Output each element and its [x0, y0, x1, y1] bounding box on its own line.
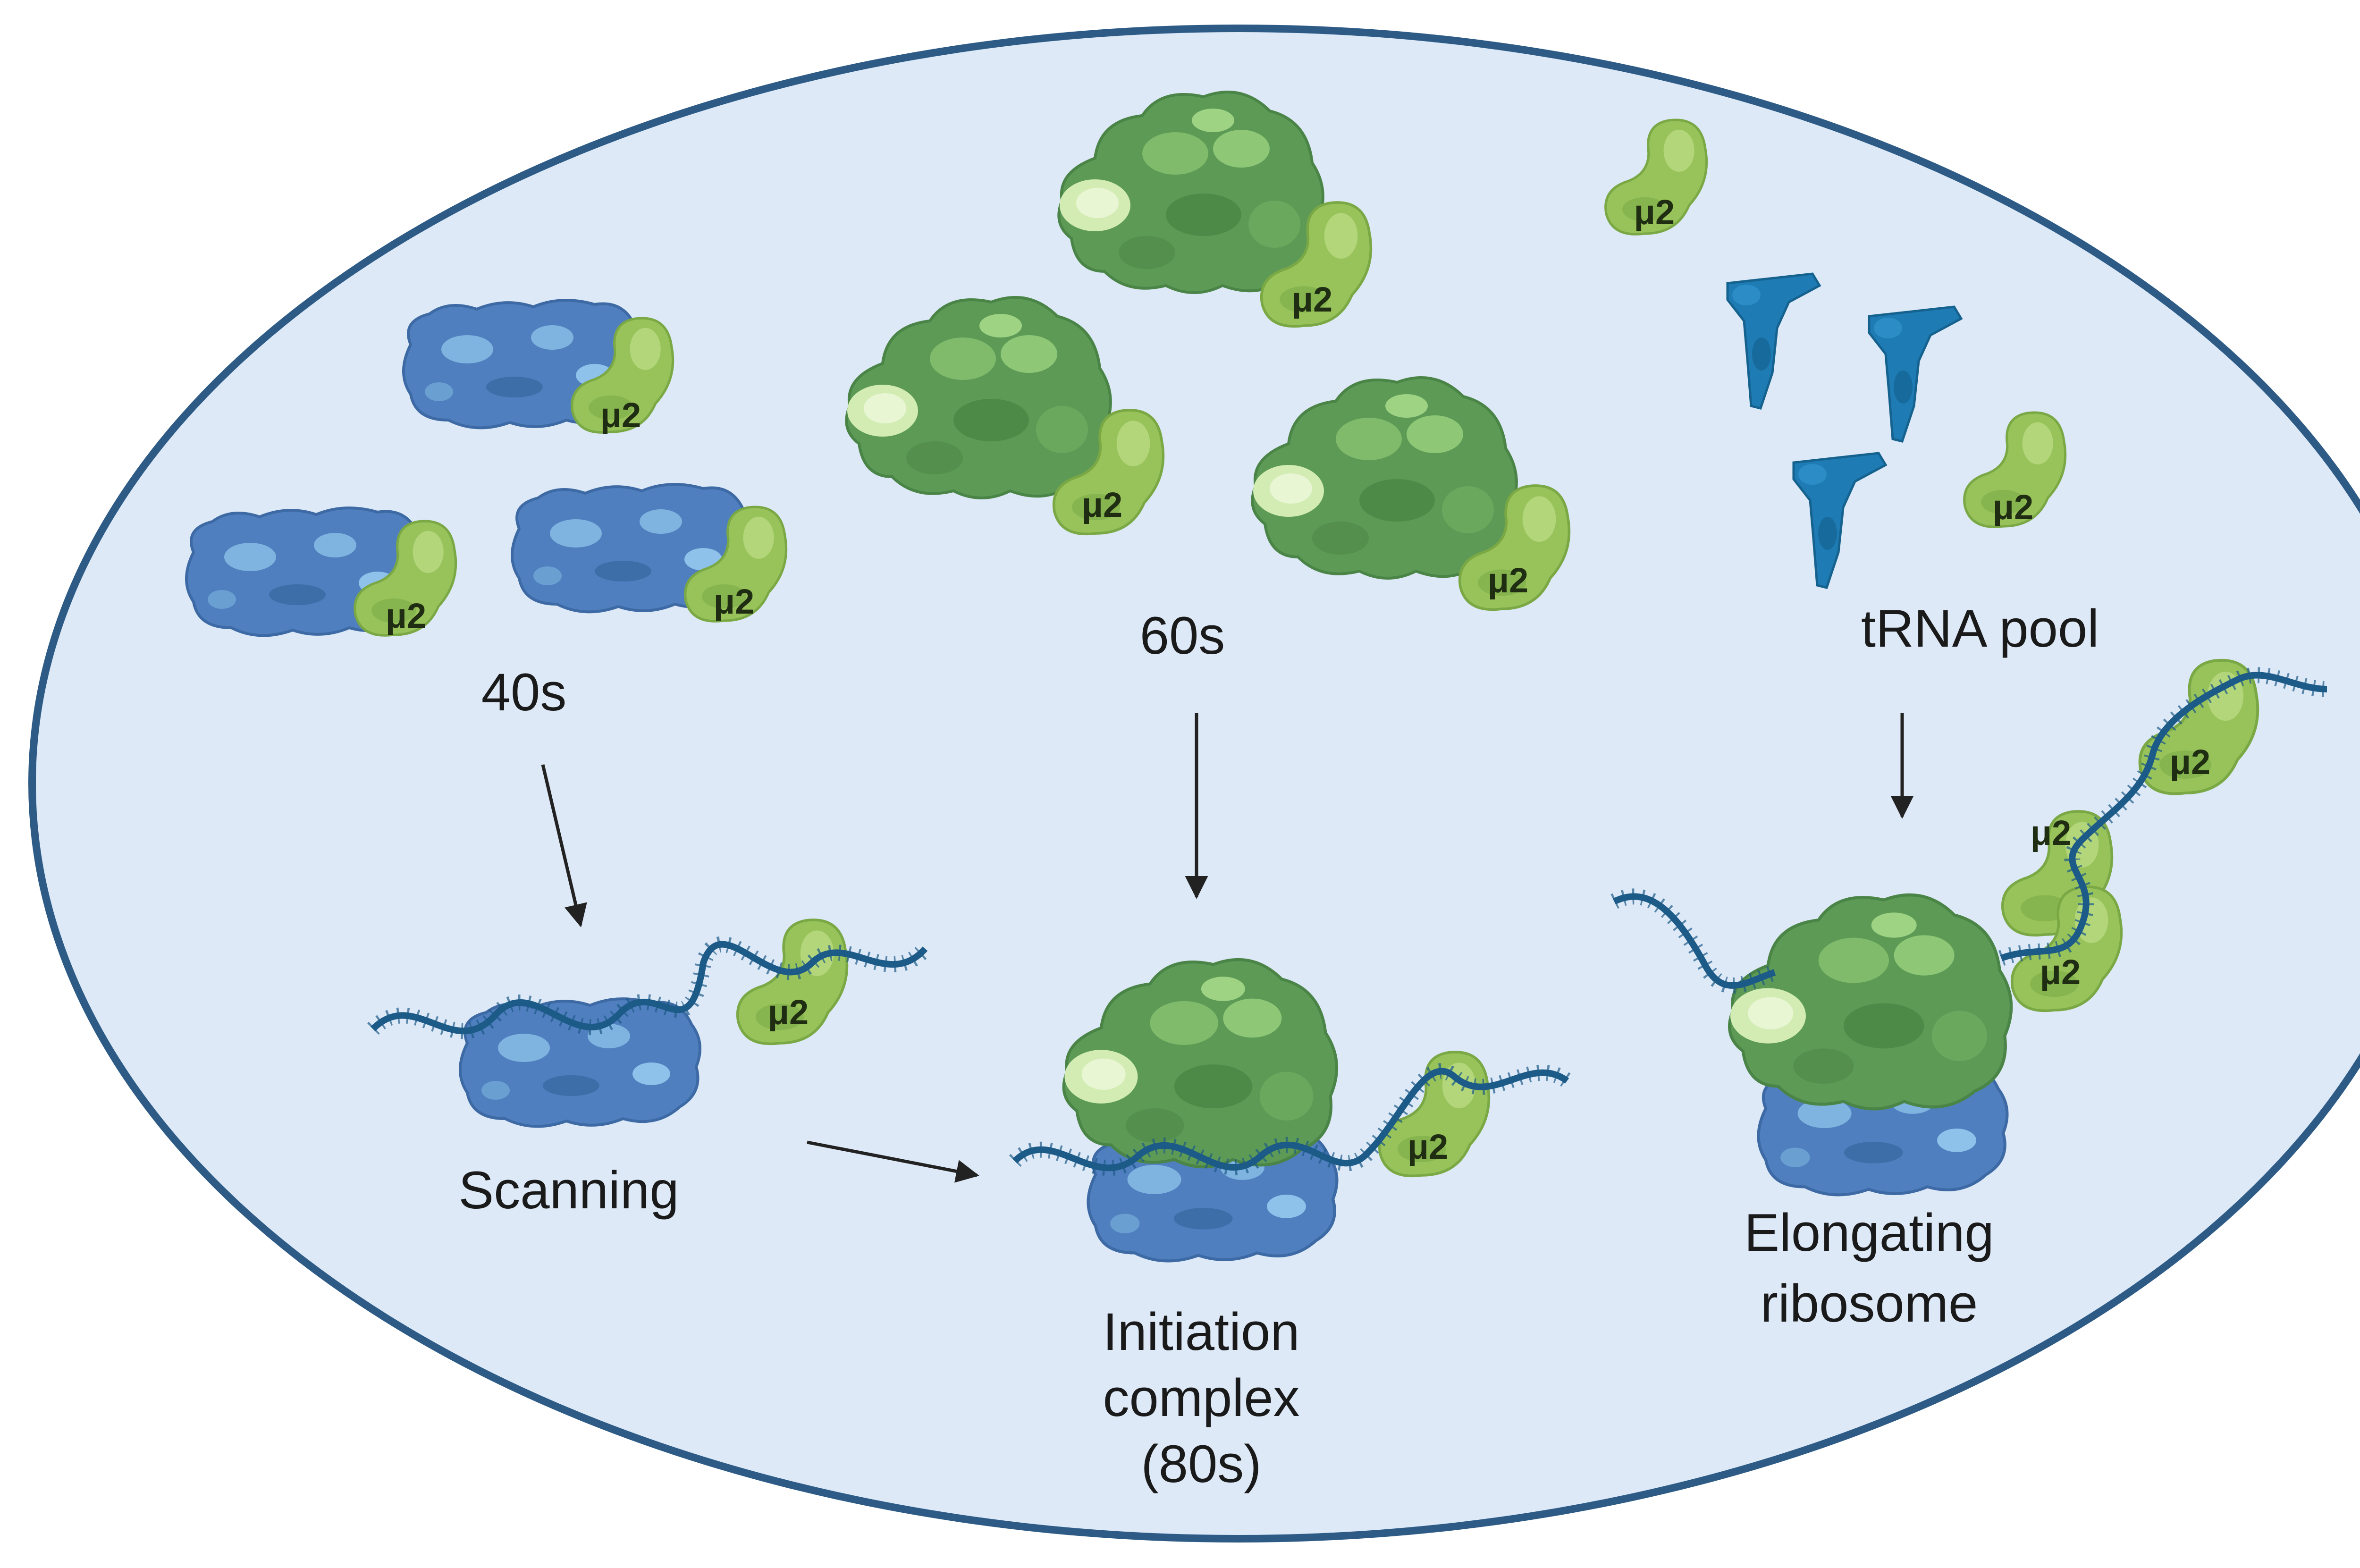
- label-initiation-line2: complex: [1103, 1368, 1299, 1427]
- label-elongating-line2: ribosome: [1761, 1274, 1978, 1333]
- label-60s: 60s: [1140, 606, 1225, 665]
- mu2-label: μ2: [2040, 953, 2081, 992]
- arrow-40s-to-scanning: [541, 764, 587, 927]
- mu2-label: μ2: [1292, 280, 1332, 319]
- label-elongating-line1: Elongating: [1744, 1203, 1994, 1262]
- free-60s-subunit: μ2: [1252, 378, 1569, 609]
- mu2-label: μ2: [600, 396, 641, 435]
- free-40s-subunit: μ2: [512, 484, 786, 621]
- label-scanning: Scanning: [458, 1161, 679, 1220]
- free-40s-subunit: μ2: [404, 300, 673, 435]
- label-initiation-line1: Initiation: [1103, 1302, 1299, 1361]
- free-60s-subunit: μ2: [1059, 92, 1371, 326]
- elongating-ribosome: μ2 μ2 μ2: [1610, 660, 2327, 1195]
- mu2-label: μ2: [1082, 485, 1122, 524]
- label-trna-pool: tRNA pool: [1861, 599, 2099, 658]
- mu2-label: μ2: [2170, 742, 2210, 782]
- mu2-label: μ2: [1488, 561, 1528, 600]
- scanning-complex: μ2: [367, 920, 931, 1126]
- free-40s-subunit: μ2: [186, 508, 456, 635]
- label-40s: 40s: [481, 663, 567, 722]
- mu2-label: μ2: [768, 993, 809, 1032]
- mu2-label: μ2: [1634, 193, 1675, 232]
- trna-pool: μ2 μ2: [1606, 120, 2065, 588]
- mu2-label: μ2: [1408, 1127, 1448, 1166]
- initiation-complex: μ2: [1009, 960, 1572, 1261]
- mu2-label: μ2: [2031, 813, 2071, 852]
- free-60s-subunit: μ2: [846, 297, 1163, 534]
- label-initiation-line3: (80s): [1141, 1434, 1261, 1493]
- mu2-label: μ2: [386, 596, 426, 635]
- arrow-scanning-to-initiation: [807, 1140, 979, 1183]
- mu2-label: μ2: [1993, 488, 2033, 527]
- mrna-strand: [1012, 1068, 1569, 1172]
- mu2-label: μ2: [714, 582, 754, 621]
